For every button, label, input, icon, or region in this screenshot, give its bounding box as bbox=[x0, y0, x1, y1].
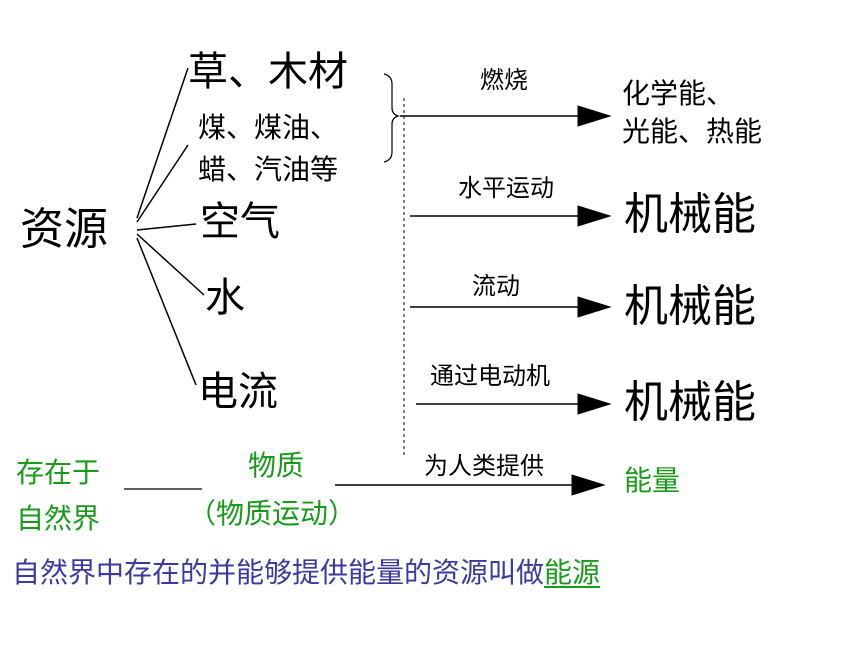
arrow-provide bbox=[335, 474, 606, 496]
source-coal-line2: 蜡、汽油等 bbox=[198, 153, 339, 186]
process-horizontal: 水平运动 bbox=[458, 174, 554, 202]
source-current: 电流 bbox=[198, 369, 278, 415]
definition-sentence: 自然界中存在的并能够提供能量的资源叫做能源 bbox=[12, 559, 600, 587]
arrow-horizontal bbox=[410, 205, 612, 227]
arrow-burn bbox=[400, 105, 612, 127]
energy-chem-line2: 光能、热能 bbox=[622, 115, 763, 148]
group-brace bbox=[383, 73, 400, 163]
process-motor: 通过电动机 bbox=[430, 362, 550, 390]
exist-in-line1: 存在于 bbox=[16, 456, 101, 489]
definition-term: 能源 bbox=[544, 556, 601, 589]
branch-line-grass bbox=[136, 67, 189, 219]
source-coal-line1: 煤、煤油、 bbox=[198, 111, 339, 144]
energy-total: 能量 bbox=[624, 464, 681, 497]
arrow-motor bbox=[416, 393, 612, 415]
source-air: 空气 bbox=[200, 199, 280, 245]
energy-mechanical-1: 机械能 bbox=[624, 189, 756, 240]
energy-chem-line1: 化学能、 bbox=[622, 77, 735, 110]
process-flow: 流动 bbox=[472, 272, 520, 300]
energy-mechanical-2: 机械能 bbox=[624, 281, 756, 332]
process-burn: 燃烧 bbox=[480, 66, 528, 94]
branch-line-air bbox=[136, 223, 197, 231]
branch-line-water bbox=[136, 233, 205, 296]
definition-prefix: 自然界中存在的并能够提供能量的资源叫做 bbox=[12, 556, 545, 589]
branch-line-coal bbox=[136, 144, 189, 223]
branch-line-current bbox=[136, 237, 197, 386]
energy-mechanical-3: 机械能 bbox=[624, 377, 756, 428]
arrow-flow bbox=[410, 296, 612, 318]
root-resource: 资源 bbox=[20, 204, 108, 255]
exist-in-line2: 自然界 bbox=[16, 502, 101, 535]
matter-motion-label: （物质运动） bbox=[188, 497, 357, 530]
source-grass-wood: 草、木材 bbox=[188, 49, 348, 95]
process-provide: 为人类提供 bbox=[424, 452, 544, 480]
source-water: 水 bbox=[205, 275, 245, 321]
matter-label: 物质 bbox=[248, 449, 305, 482]
